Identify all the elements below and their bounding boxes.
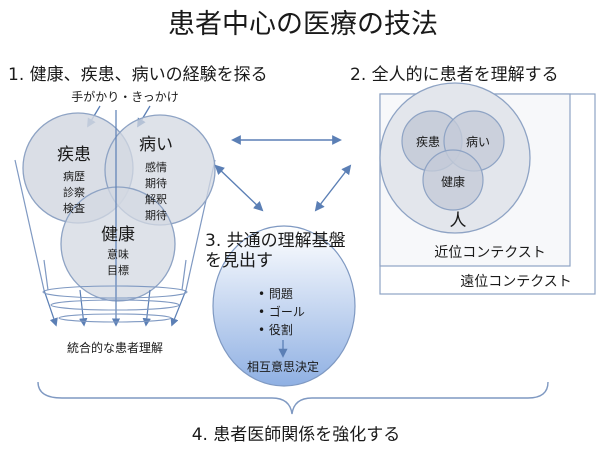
section3-item-1: • 問題 [258, 287, 293, 301]
ctx-disease-label: 疾患 [416, 134, 440, 149]
integrated-label: 統合的な患者理解 [67, 340, 163, 355]
cue-label: 手がかり・きっかけ [71, 89, 179, 104]
basket-rings [42, 285, 188, 323]
disease-label: 疾患 [57, 145, 91, 165]
distal-context-label: 遠位コンテクスト [460, 274, 572, 290]
section3-heading-line1: 3. 共通の理解基盤 [205, 231, 346, 251]
section3-item-2: • ゴール [258, 304, 305, 319]
illness-item-1: 感情 [145, 161, 167, 174]
section2-heading: 2. 全人的に患者を理解する [350, 65, 559, 85]
integration-arrows [43, 110, 187, 327]
illness-item-3: 解釈 [145, 192, 167, 206]
ctx-illness-label: 病い [466, 134, 490, 149]
ctx-health-label: 健康 [441, 174, 465, 189]
ctx-health-circle [422, 149, 484, 211]
health-label: 健康 [101, 225, 135, 245]
section4-heading: 4. 患者医師関係を強化する [192, 425, 401, 445]
illness-item-2: 期待 [145, 176, 167, 190]
health-circle [60, 186, 176, 302]
disease-item-1: 病歴 [63, 169, 85, 183]
section1-heading: 1. 健康、疾患、病いの経験を探る [8, 65, 268, 85]
page-title: 患者中心の医療の技法 [168, 9, 438, 40]
person-label: 人 [450, 211, 467, 231]
illness-item-4: 期待 [145, 208, 167, 222]
section3-heading-line2: を見出す [205, 251, 273, 271]
connector-arrows [214, 135, 352, 212]
common-ground-ellipse [212, 225, 356, 387]
section3-item-3: • 役割 [258, 322, 293, 337]
decision-label: 相互意思決定 [247, 359, 319, 374]
health-item-1: 意味 [107, 247, 129, 261]
disease-item-2: 診察 [63, 185, 85, 199]
proximal-context-label: 近位コンテクスト [434, 245, 546, 261]
health-item-2: 目標 [107, 263, 129, 277]
disease-item-3: 検査 [63, 201, 85, 215]
illness-label: 病い [139, 135, 173, 155]
section4-brace [37, 381, 549, 415]
